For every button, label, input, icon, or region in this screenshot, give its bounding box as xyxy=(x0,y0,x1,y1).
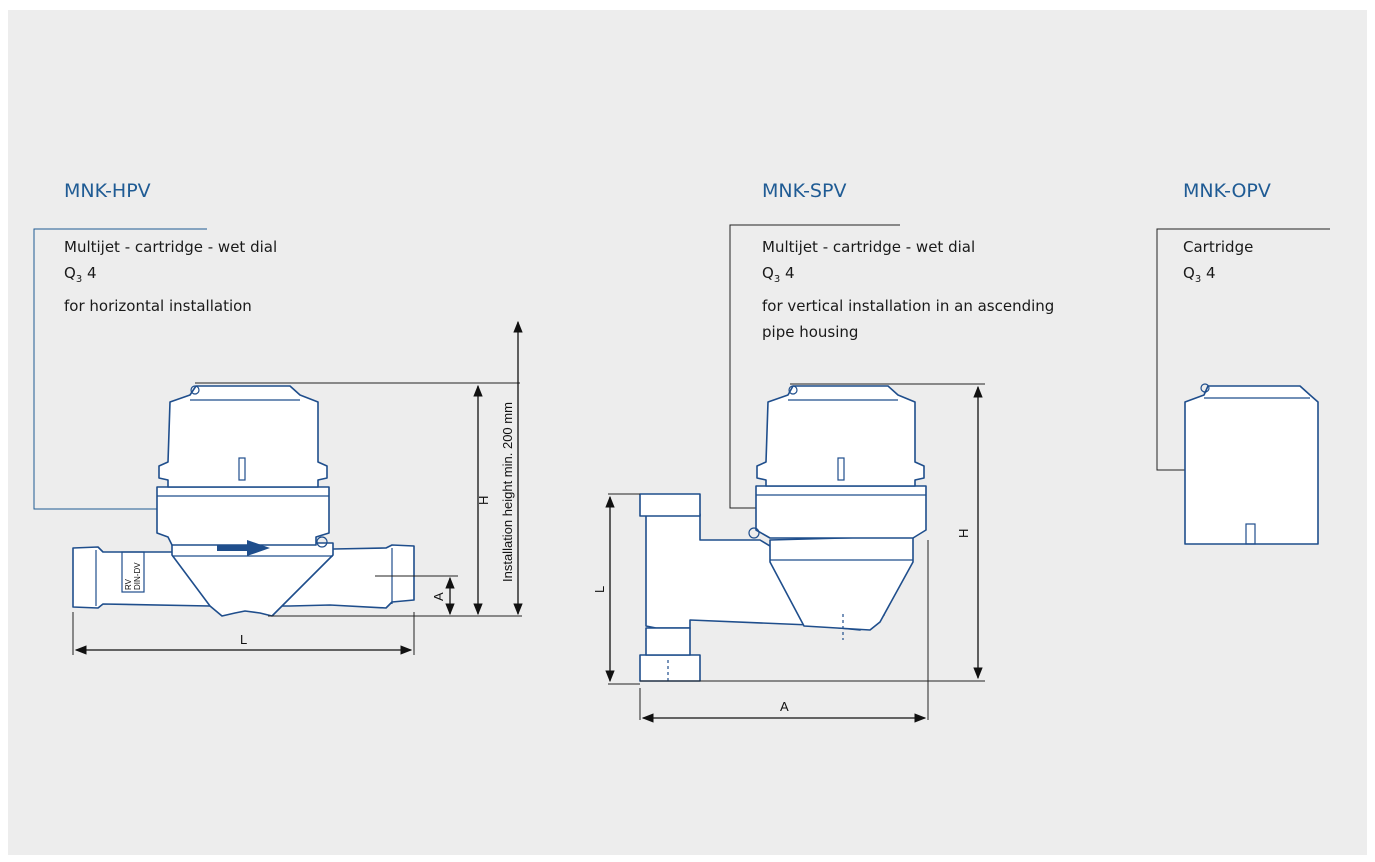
seal-hole xyxy=(1200,383,1210,393)
description-line: Multijet - cartridge - wet dial xyxy=(64,238,278,256)
label-a: A xyxy=(780,699,789,714)
cap-tab xyxy=(238,457,246,481)
cartridge-body xyxy=(1184,385,1319,545)
label-h: H xyxy=(476,496,491,505)
flow-rate-subscript: 3 xyxy=(773,274,781,285)
flow-rate-line: Q3 4 xyxy=(1183,260,1253,293)
meter-cap xyxy=(756,385,925,487)
title-mnk-hpv: MNK-HPV xyxy=(64,180,151,202)
seal-hole xyxy=(316,536,328,548)
meter-body xyxy=(755,485,927,539)
mnk-opv-drawing xyxy=(1156,228,1330,545)
flow-rate-line: Q3 4 xyxy=(64,260,277,293)
meter-funnel xyxy=(171,542,334,617)
flow-rate-line: Q3 4 xyxy=(762,260,1054,293)
flow-rate-subscript: 3 xyxy=(1194,274,1202,285)
description-mnk-hpv: Multijet - cartridge - wet dial Q3 4 for… xyxy=(64,234,277,319)
mnk-hpv-drawing: RV DIN-DV H A L Installation height min.… xyxy=(33,228,523,655)
marking-rv: RV xyxy=(124,578,133,590)
description-line: for vertical installation in an ascendin… xyxy=(762,297,1055,315)
label-h: H xyxy=(956,529,971,538)
label-a: A xyxy=(431,592,446,601)
mnk-spv-drawing: H L A xyxy=(592,224,985,723)
leader-line xyxy=(33,228,207,510)
description-mnk-opv: Cartridge Q3 4 xyxy=(1183,234,1253,293)
description-mnk-spv: Multijet - cartridge - wet dial Q3 4 for… xyxy=(762,234,1054,345)
flow-rate-value: 4 xyxy=(82,264,97,282)
flow-rate-value: 4 xyxy=(1201,264,1216,282)
label-l: L xyxy=(240,632,247,647)
flow-rate-value: 4 xyxy=(780,264,795,282)
flow-rate-symbol: Q xyxy=(64,264,76,282)
flow-rate-subscript: 3 xyxy=(75,274,83,285)
cap-tab xyxy=(837,457,845,481)
flow-rate-symbol: Q xyxy=(1183,264,1195,282)
label-installation-height: Installation height min. 200 mm xyxy=(500,402,515,582)
seal-hole xyxy=(748,527,760,539)
flow-direction-arrow xyxy=(217,540,270,556)
meter-cap xyxy=(158,385,328,488)
label-l: L xyxy=(592,586,607,593)
title-mnk-opv: MNK-OPV xyxy=(1183,180,1271,202)
top-fitting xyxy=(639,493,701,517)
description-line: Cartridge xyxy=(1183,238,1254,256)
title-mnk-spv: MNK-SPV xyxy=(762,180,847,202)
lower-pipe xyxy=(645,627,691,656)
seal-hole xyxy=(190,385,200,395)
cap-tab xyxy=(1245,523,1256,545)
marking-plate xyxy=(121,551,145,593)
marking-din-dv: DIN-DV xyxy=(133,562,142,590)
meter-body xyxy=(156,486,330,546)
lower-fitting xyxy=(639,654,701,682)
description-line: Multijet - cartridge - wet dial xyxy=(762,238,976,256)
description-line: for horizontal installation xyxy=(64,297,252,315)
seal-hole xyxy=(788,385,798,395)
flow-rate-symbol: Q xyxy=(762,264,774,282)
description-line: pipe housing xyxy=(762,323,859,341)
